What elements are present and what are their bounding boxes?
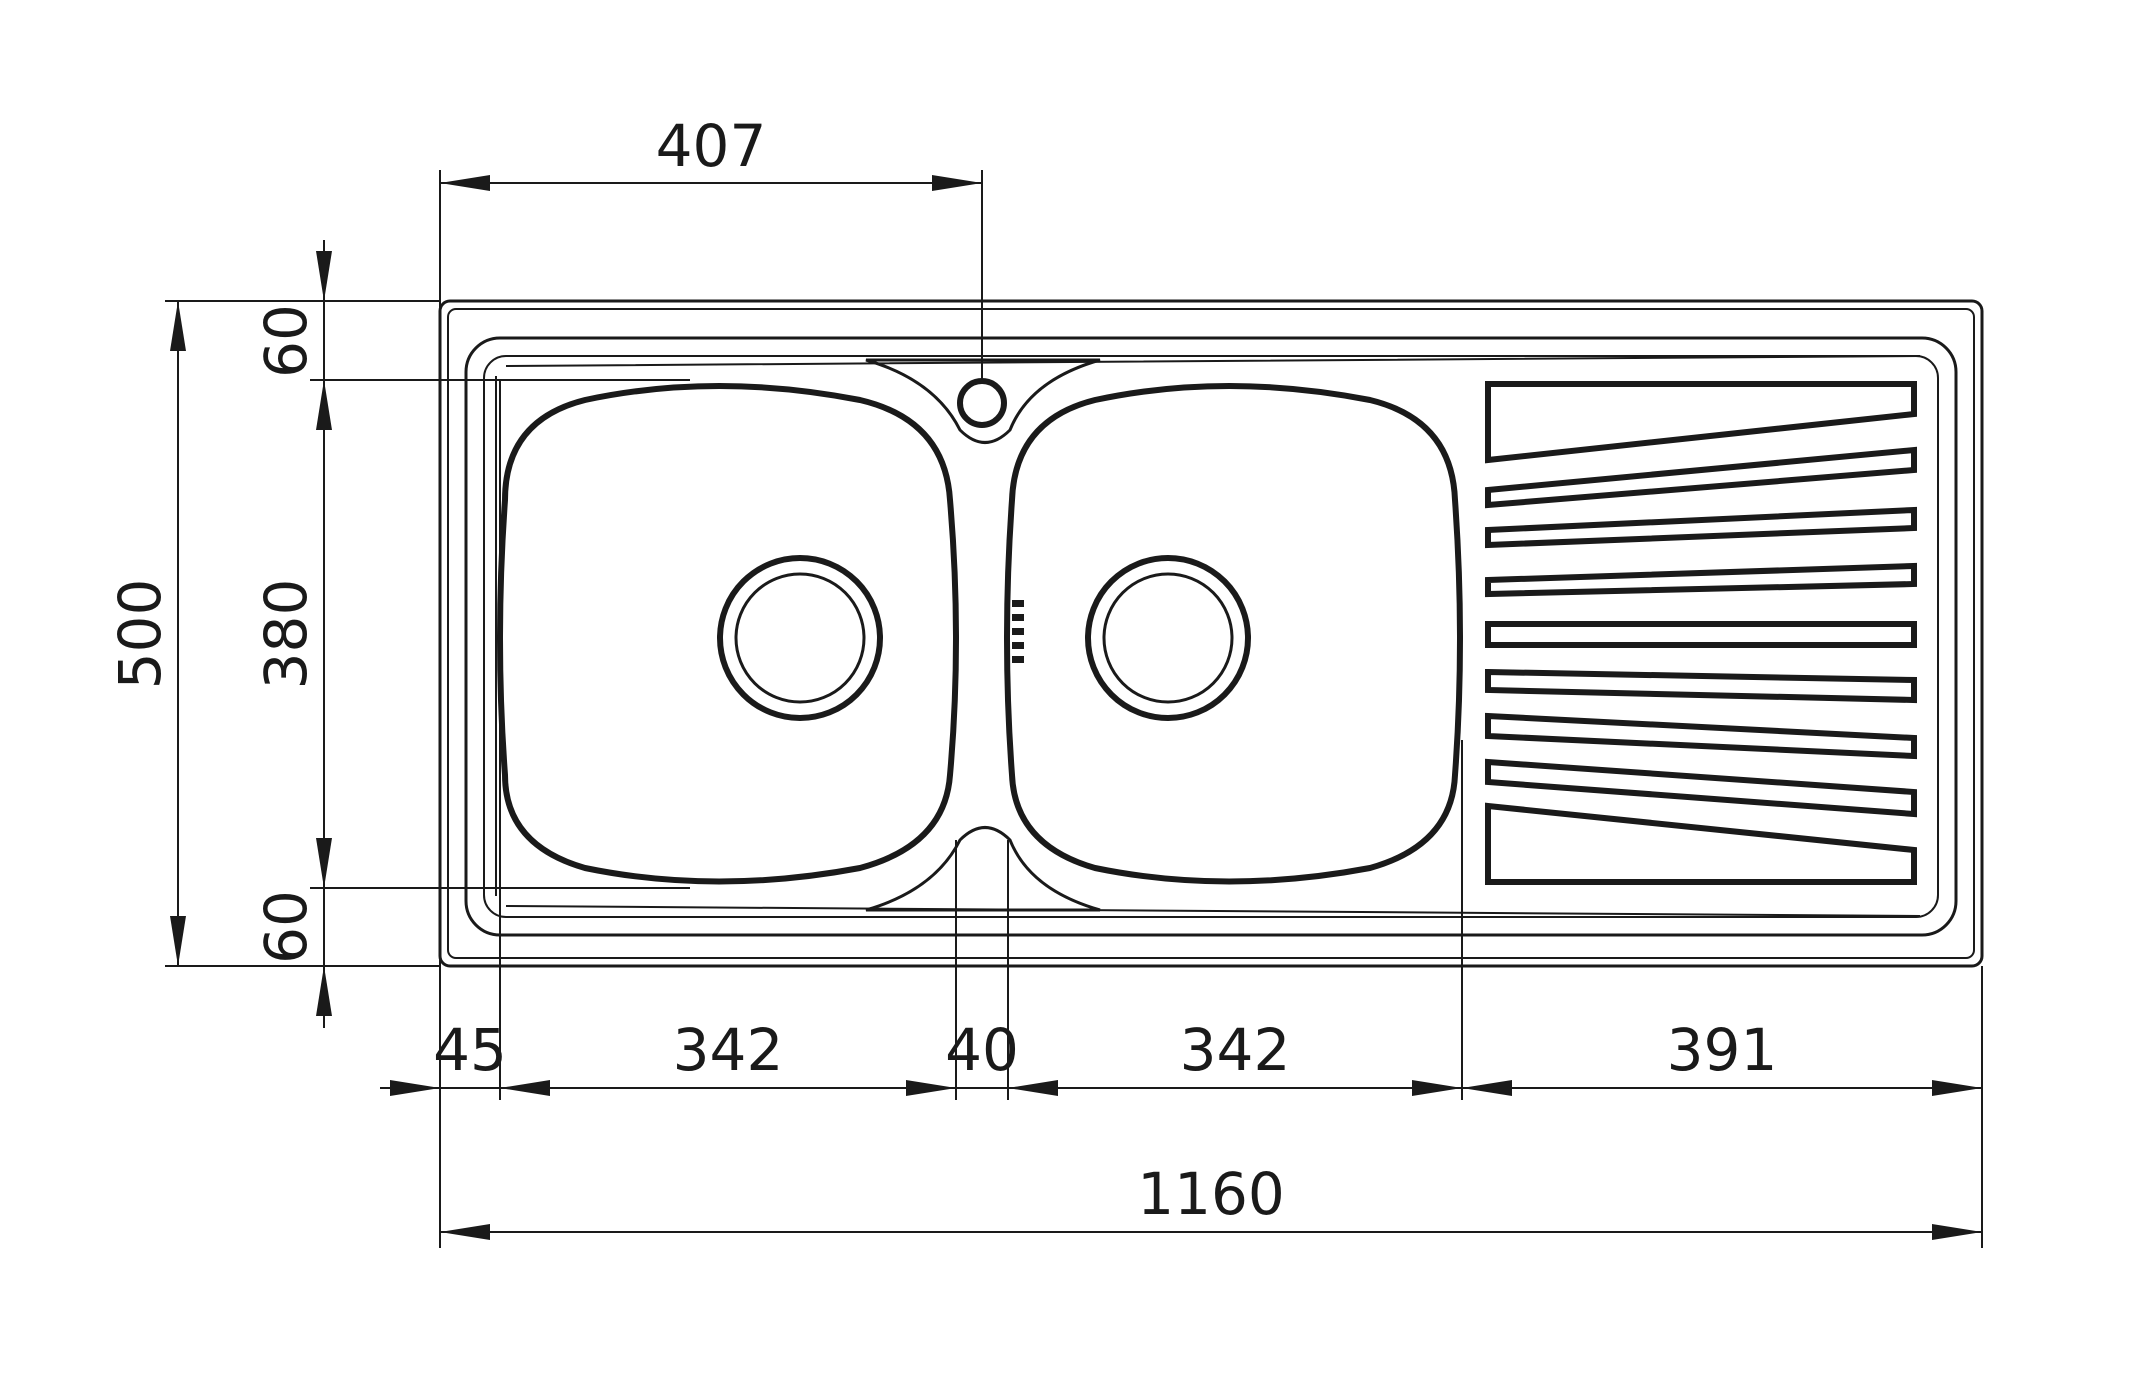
bowl-divider (865, 358, 1101, 912)
drain-right-outer (1085, 555, 1251, 721)
dim-total-width: 1160 (1137, 1160, 1285, 1228)
dim-total-depth: 500 (106, 579, 174, 690)
dimension-lines (170, 175, 1982, 1240)
dim-back-margin: 60 (252, 304, 320, 378)
bowl-left (497, 383, 959, 885)
dim-bowl-depth: 380 (252, 579, 320, 690)
divider-top-bridge (865, 358, 1101, 444)
drainer-rib (1485, 802, 1917, 885)
sink-inner-tray (464, 336, 1958, 937)
dim-divider-width: 40 (945, 1016, 1019, 1084)
sink-inner-tray-lip (483, 355, 1939, 918)
drain-left-outer (717, 555, 883, 721)
drainer-rib (1485, 621, 1917, 648)
sink-outer-rim (438, 299, 1984, 968)
overflow-slots-icon (1012, 600, 1024, 663)
divider-bottom-bridge (865, 826, 1101, 912)
bowl-left-outline (497, 383, 959, 885)
drainer-rib (1485, 506, 1917, 549)
bowl-right (1004, 383, 1463, 885)
drain-right-inner (1102, 572, 1234, 704)
bowl-right-outline (1004, 383, 1463, 885)
tap-hole-icon (957, 378, 1007, 428)
drainer-rib (1485, 668, 1917, 704)
dimension-labels: 407 500 60 380 60 45 342 40 342 391 1160 (106, 112, 1777, 1228)
sink-rim-line (495, 355, 1921, 917)
sink-body (438, 299, 1984, 968)
extension-lines (165, 170, 1983, 1248)
dim-front-margin: 60 (252, 890, 320, 964)
dim-left-edge: 45 (433, 1016, 507, 1084)
dim-drainer-width: 391 (1667, 1016, 1778, 1084)
drainer-rib (1485, 381, 1917, 464)
drainer-rib (1485, 758, 1917, 818)
drainer-rib (1485, 446, 1917, 509)
dim-bowl-right-width: 342 (1180, 1016, 1291, 1084)
dim-top-offset: 407 (656, 112, 767, 180)
drainer-rib (1485, 712, 1917, 760)
drainer-board (1485, 381, 1917, 885)
drain-left-inner (734, 572, 866, 704)
sink-outer-rim-inner (447, 308, 1975, 959)
dim-bowl-left-width: 342 (673, 1016, 784, 1084)
drainer-rib (1485, 562, 1917, 598)
